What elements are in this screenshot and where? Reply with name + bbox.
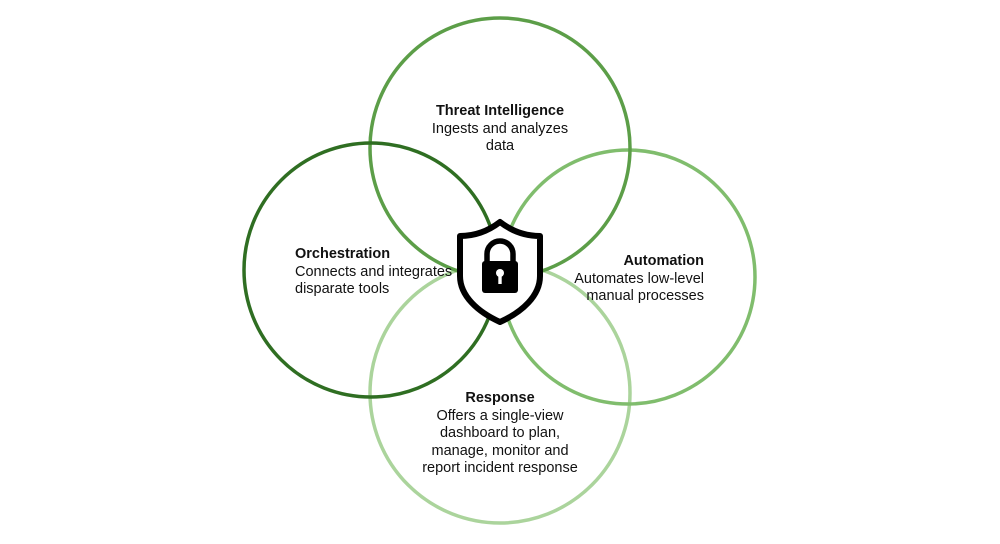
automation-title: Automation: [623, 253, 704, 269]
response-desc-line: dashboard to plan,: [439, 425, 561, 441]
automation-desc-line: manual processes: [586, 288, 704, 304]
automation-label: Automation Automates low-level manual pr…: [540, 253, 704, 306]
threat-intelligence-label: Threat Intelligence Ingests and analyzes…: [410, 103, 590, 156]
response-desc-line: report incident response: [422, 460, 578, 476]
response-desc-line: Offers a single-view: [436, 407, 564, 424]
response-label: Response Offers a single-view dashboard …: [410, 390, 590, 478]
orchestration-label: Orchestration Connects and integrates di…: [295, 246, 465, 299]
automation-desc-line: Automates low-level: [574, 270, 704, 287]
orchestration-desc-line: disparate tools: [295, 281, 390, 297]
threat-intelligence-title: Threat Intelligence: [435, 103, 565, 119]
orchestration-title: Orchestration: [295, 246, 391, 262]
response-desc-line: manage, monitor and: [431, 442, 569, 459]
shield-lock-icon: [457, 219, 543, 325]
orchestration-desc-line: Connects and integrates: [295, 263, 453, 280]
threat-intelligence-desc-line: Ingests and analyzes: [431, 120, 569, 137]
response-title: Response: [465, 390, 535, 406]
threat-intelligence-desc-line: data: [485, 138, 515, 154]
